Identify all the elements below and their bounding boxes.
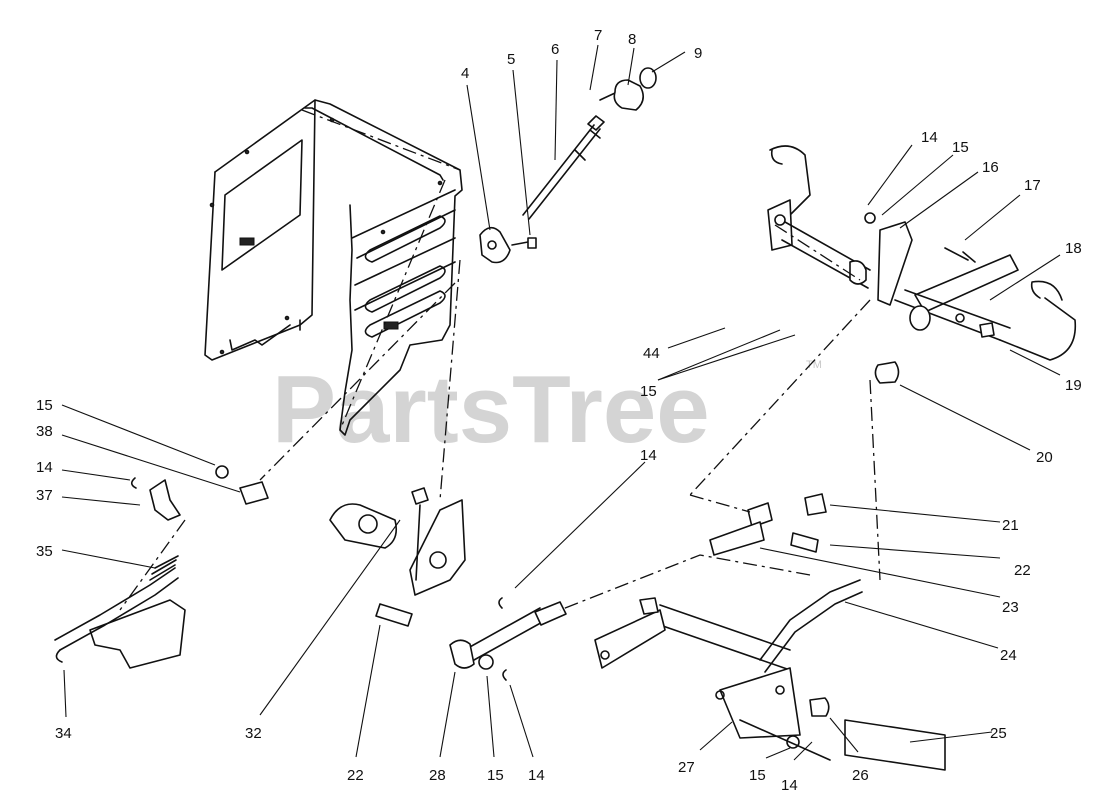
console-housing — [204, 99, 463, 436]
callout-14: 14 — [640, 447, 657, 464]
callout-14: 14 — [528, 767, 545, 784]
lift-shaft-assembly-lower — [594, 493, 946, 771]
left-linkage-assembly — [54, 477, 186, 669]
callout-16: 16 — [982, 159, 999, 176]
callout-9: 9 — [694, 45, 702, 62]
callout-18: 18 — [1065, 240, 1082, 257]
callout-6: 6 — [551, 41, 559, 58]
callout-14: 14 — [921, 129, 938, 146]
callout-24: 24 — [1000, 647, 1017, 664]
callout-26: 26 — [852, 767, 869, 784]
lift-handle-shaft — [479, 67, 657, 264]
callout-15: 15 — [952, 139, 969, 156]
callout-labels: 4 5 6 7 8 9 14 15 16 17 18 19 44 15 20 1… — [36, 27, 1082, 794]
callout-15: 15 — [36, 397, 53, 414]
callout-15: 15 — [640, 383, 657, 400]
callout-23: 23 — [1002, 599, 1019, 616]
callout-22: 22 — [347, 767, 364, 784]
callout-32: 32 — [245, 725, 262, 742]
callout-35: 35 — [36, 543, 53, 560]
callout-34: 34 — [55, 725, 72, 742]
callout-27: 27 — [678, 759, 695, 776]
callout-21: 21 — [1002, 517, 1019, 534]
watermark-trademark: TM — [806, 359, 822, 371]
callout-20: 20 — [1036, 449, 1053, 466]
watermark: PartsTree — [272, 356, 710, 463]
callout-25: 25 — [990, 725, 1007, 742]
callout-7: 7 — [594, 27, 602, 44]
callout-14: 14 — [781, 777, 798, 794]
callout-14: 14 — [36, 459, 53, 476]
assembly-lines — [119, 109, 881, 611]
callout-38: 38 — [36, 423, 53, 440]
callout-44: 44 — [643, 345, 660, 362]
leader-lines — [61, 44, 1061, 761]
callout-28: 28 — [429, 767, 446, 784]
callout-37: 37 — [36, 487, 53, 504]
lift-shaft-assembly-upper — [767, 145, 1077, 384]
callout-15: 15 — [487, 767, 504, 784]
center-bracket-assembly — [215, 465, 567, 681]
callout-8: 8 — [628, 31, 636, 48]
callout-22: 22 — [1014, 562, 1031, 579]
callout-15: 15 — [749, 767, 766, 784]
callout-17: 17 — [1024, 177, 1041, 194]
callout-19: 19 — [1065, 377, 1082, 394]
callout-4: 4 — [461, 65, 469, 82]
callout-5: 5 — [507, 51, 515, 68]
